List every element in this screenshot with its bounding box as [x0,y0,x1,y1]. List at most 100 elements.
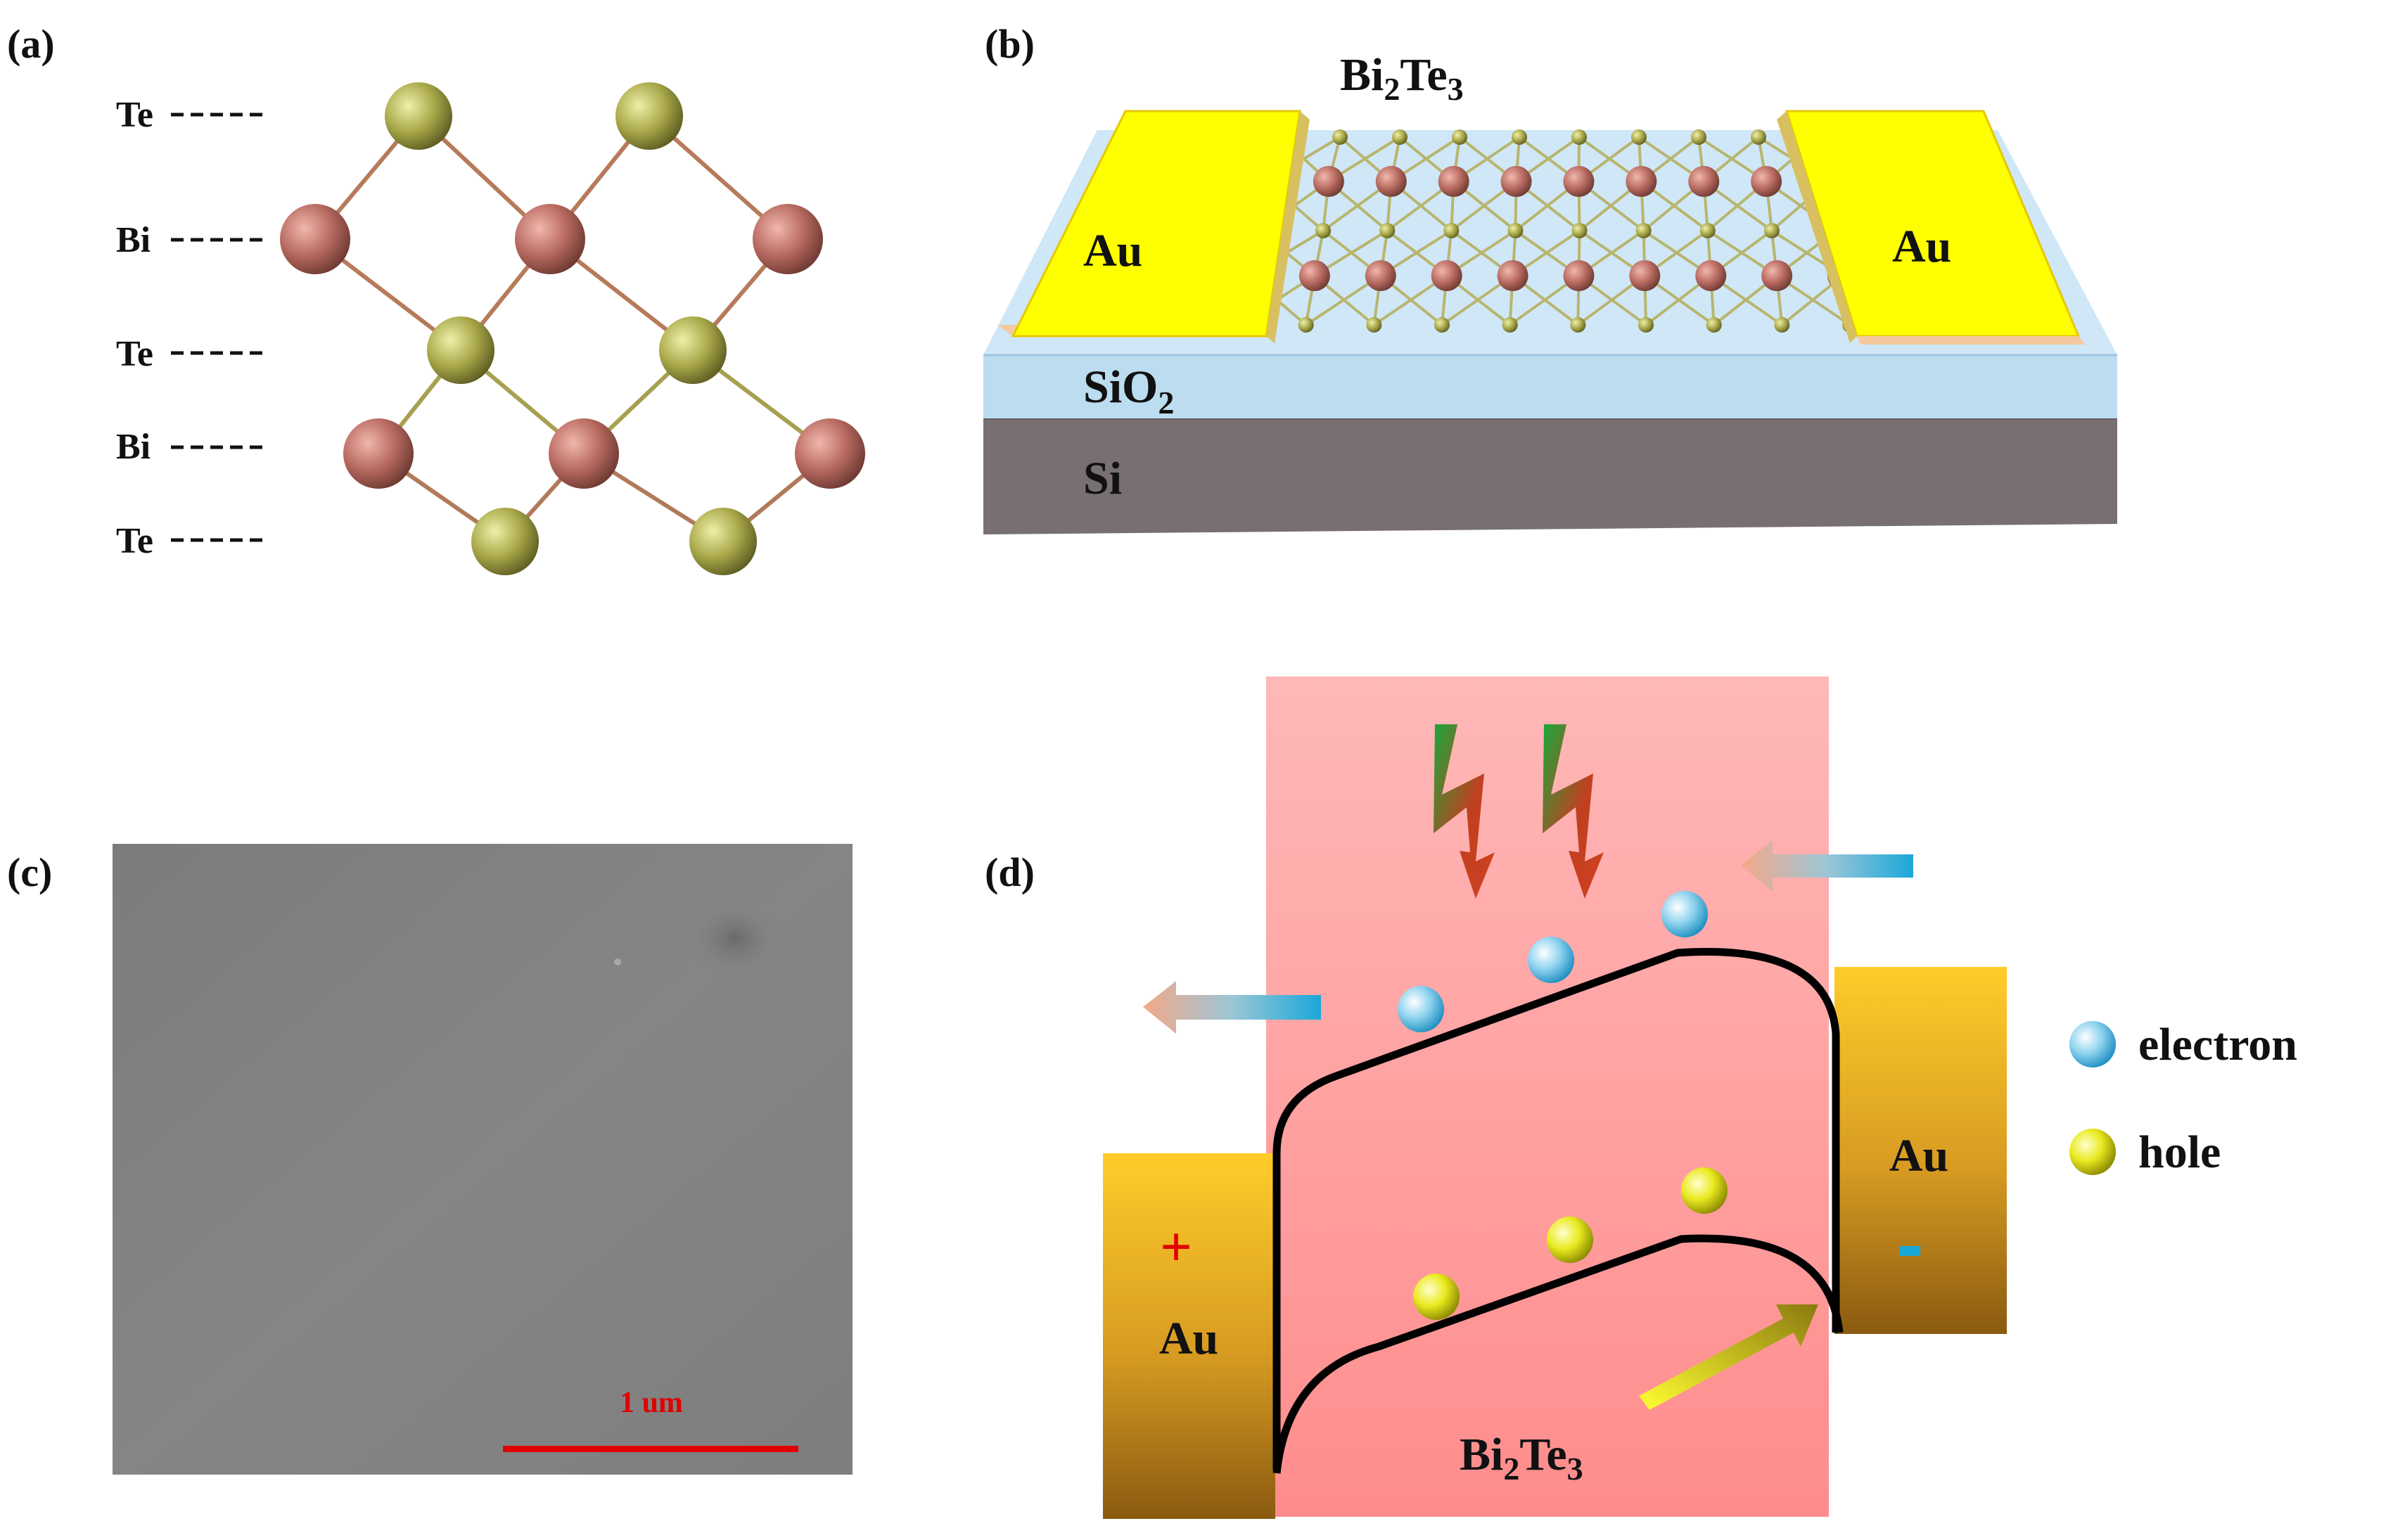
bi2te3-title: Bi2Te3 [1340,49,1464,107]
sem-particle [614,958,621,965]
bi-atom [1563,166,1595,197]
electron-flow-arrow-right [1741,840,1913,892]
bi-atom [515,204,585,274]
layer-label-group: Te Bi Te Bi Te [116,95,264,561]
te-atom [1315,223,1332,238]
hole-particle [1413,1273,1460,1320]
panel-c-label: (c) [7,849,52,895]
te-atom [1763,223,1780,238]
te-atom [1392,129,1407,145]
bi-atom [1500,166,1532,197]
panel-a: (a) Te Bi Te Bi Te [7,21,865,575]
te-atom [1699,223,1716,238]
bi-atom [549,418,619,489]
te-atom [1298,317,1314,333]
te-atom [1706,317,1722,333]
legend-electron-label: electron [2138,1019,2297,1070]
atom-set [280,82,865,575]
conduction-band [1272,947,1840,1470]
bi-atom [1365,260,1396,291]
te-atom [615,82,683,150]
bi-atom [1563,260,1595,291]
bi-atom [1761,260,1793,291]
te-atom [1638,317,1654,333]
valence-band [1272,1234,1844,1474]
legend-electron-swatch [2069,1021,2116,1067]
hole-particle [1681,1167,1728,1214]
au-electrode-right: Au [1777,110,2086,345]
layer-label-te-1: Te [116,95,153,135]
legend-hole-label: hole [2138,1127,2221,1178]
bi-atom [1438,166,1469,197]
te-atom [1379,223,1396,238]
te-atom [1502,317,1518,333]
legend: electron hole [2069,1019,2297,1178]
te-atom [471,508,539,575]
electron-particle [1398,986,1444,1032]
bi-atom [1313,166,1344,197]
bi-atom [1626,166,1657,197]
light-bolt-icon [1543,724,1604,899]
sem-dark-spot [693,905,777,973]
au-label-left: Au [1083,225,1142,276]
te-atom [1571,223,1588,238]
te-atom [1691,129,1706,145]
te-atom [1434,317,1450,333]
te-atom [1512,129,1527,145]
panel-d-label: (d) [985,849,1035,895]
au-electrode-left: Au [997,110,1310,343]
electron-particle [1661,891,1708,937]
bi-atom [1688,166,1720,197]
panel-d: (d) + Au Au - [985,676,2297,1519]
scale-bar-label: 1 um [620,1387,683,1419]
bi-atom [1375,166,1407,197]
bi-atom [1751,166,1782,197]
te-atom [1631,129,1647,145]
si-label: Si [1083,453,1122,504]
bi-atom [1695,260,1727,291]
bi-atom [795,418,865,489]
light-bolt-icon [1434,724,1495,899]
te-atom [659,316,727,384]
bi2te3-label-d: Bi2Te3 [1460,1429,1583,1487]
bi2te3-lattice [1230,129,1858,333]
scale-bar [503,1446,798,1452]
te-atom [1571,129,1587,145]
te-atom [1507,223,1524,238]
te-atom [1635,223,1652,238]
panel-a-label: (a) [7,21,55,67]
bi-atom [1431,260,1462,291]
au-label-left-d: Au [1159,1313,1218,1364]
te-atom [385,82,452,150]
hole-flow-arrow [1639,1304,1818,1410]
te-atom [689,508,757,575]
panel-b-label: (b) [985,21,1035,67]
minus-sign-shape [1899,1246,1920,1256]
si-substrate [983,417,2117,534]
au-label-right: Au [1892,221,1951,272]
layer-label-bi-2: Bi [116,427,151,467]
bi-atom [280,204,350,274]
electron-particle [1528,937,1574,983]
te-atom [1332,129,1348,145]
te-atom [1366,317,1382,333]
au-electrode-left-d: + Au [1103,1153,1275,1519]
legend-hole-swatch [2069,1129,2116,1175]
bi-atom [1629,260,1661,291]
panel-c: (c) 1 um [7,844,853,1475]
electron-flow-arrow-left [1143,981,1321,1034]
te-atom [1570,317,1586,333]
te-atom [427,316,494,384]
au-label-right-d: Au [1889,1130,1948,1181]
panel-b: (b) Au Au Bi2Te3 [983,21,2117,534]
layer-label-bi-1: Bi [116,220,151,260]
bi-atom [1497,260,1528,291]
au-electrode-right-d: Au - [1834,967,2007,1334]
bi-atom [1298,260,1330,291]
layer-label-te-2: Te [116,334,153,374]
te-atom [1751,129,1766,145]
layer-label-te-3: Te [116,521,153,561]
bi-atom [753,204,823,274]
hole-particle [1547,1217,1593,1263]
te-atom [1452,129,1467,145]
